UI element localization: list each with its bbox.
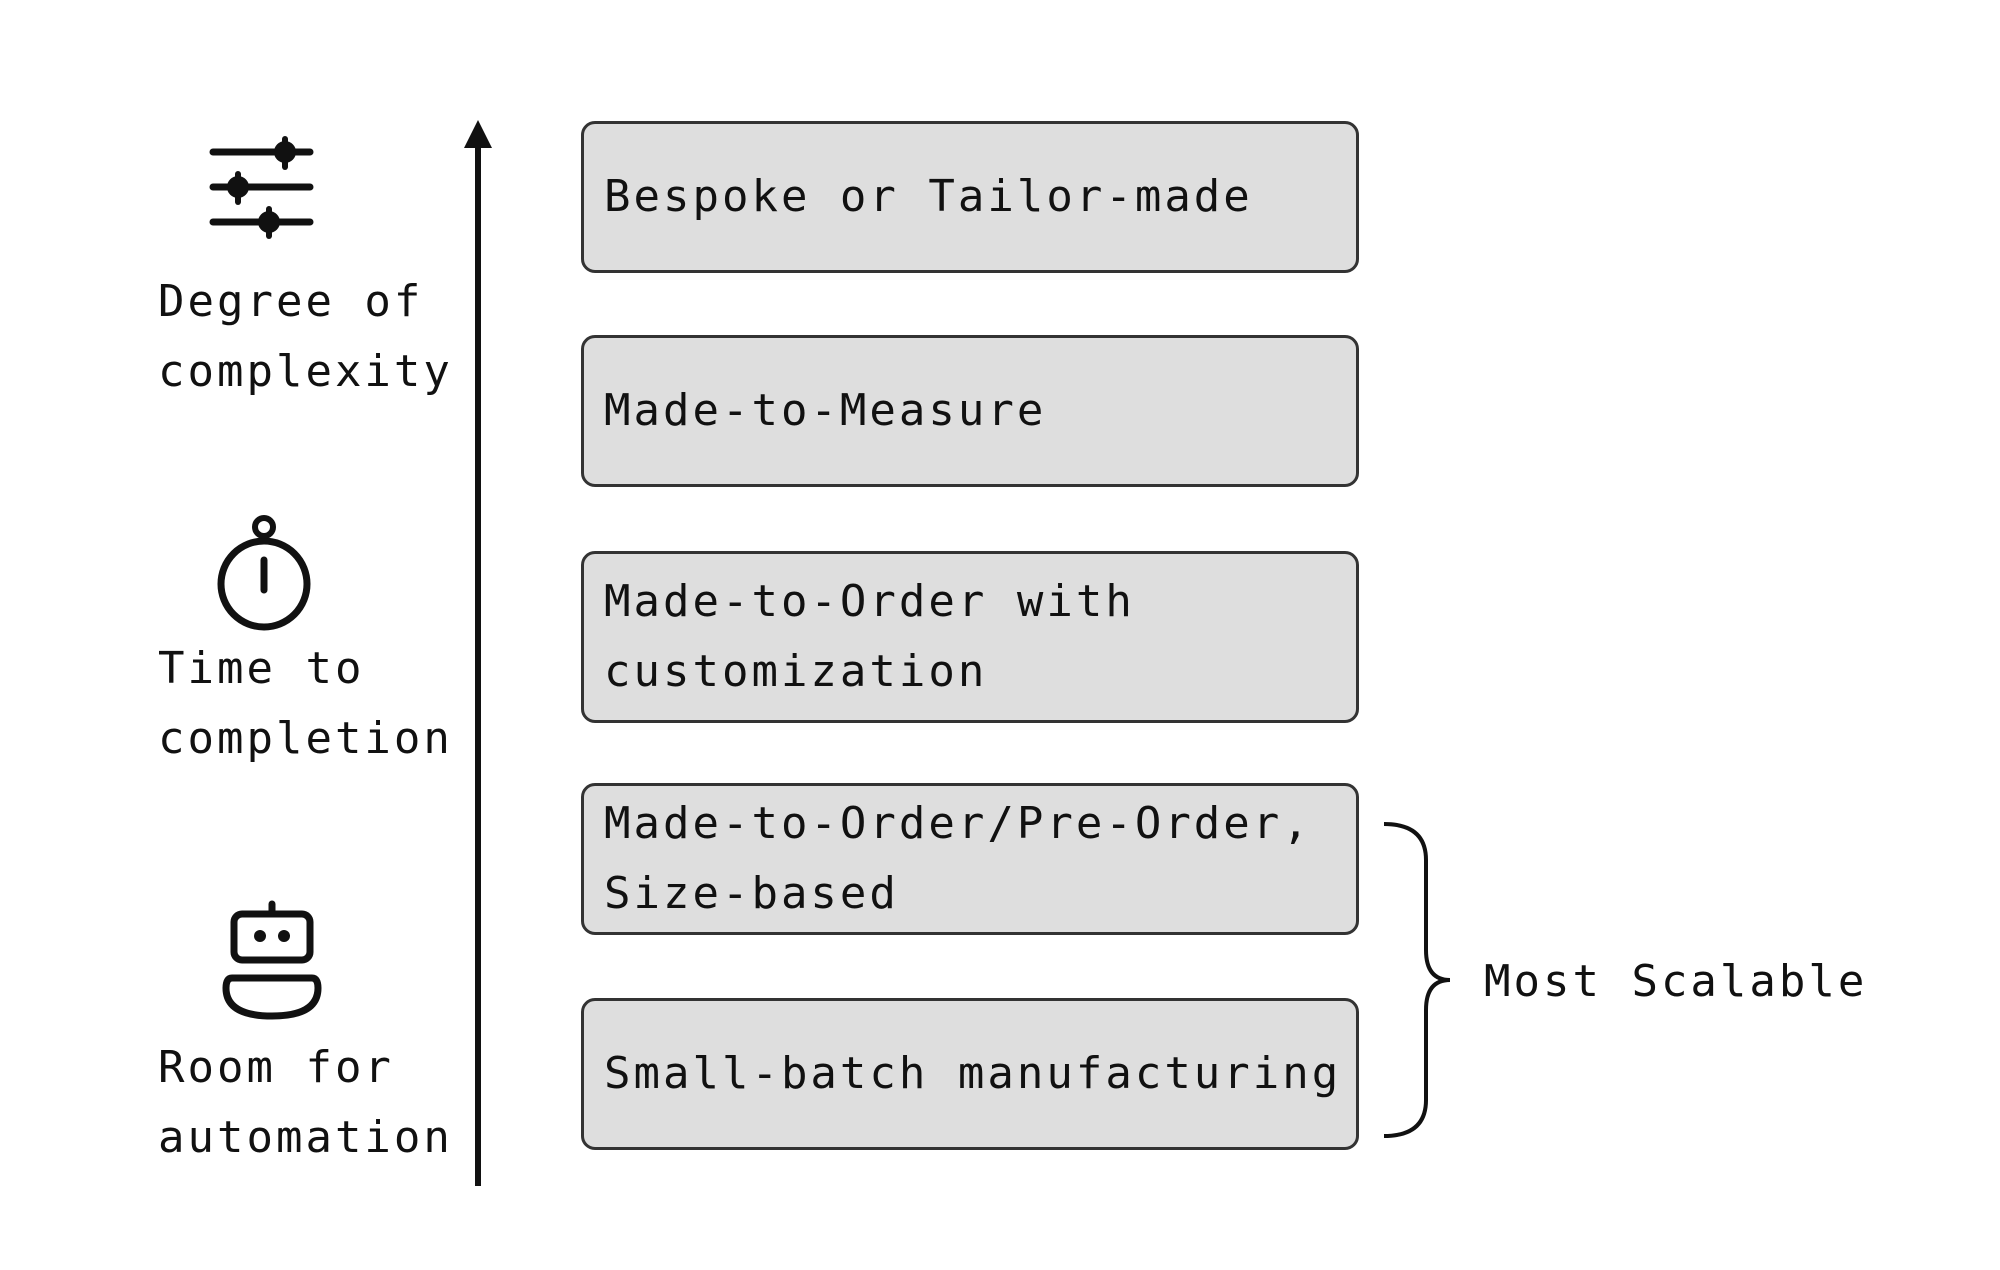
factor-label-line: Room for <box>158 1042 394 1093</box>
factor-automation-label: Room for automation <box>158 1033 453 1173</box>
scalable-brace <box>1383 822 1450 1138</box>
tier-made-to-measure: Made-to-Measure <box>581 335 1359 487</box>
tier-label: Made-to-Measure <box>604 385 1047 436</box>
factor-label-line: completion <box>158 713 453 764</box>
tier-label: Small-batch manufacturing <box>604 1048 1342 1099</box>
tier-made-to-order-size: Made-to-Order/Pre-Order, Size-based <box>581 783 1359 935</box>
tier-bespoke: Bespoke or Tailor-made <box>581 121 1359 273</box>
factor-time-label: Time to completion <box>158 634 453 774</box>
robot-icon <box>222 900 322 1020</box>
tier-label: Bespoke or Tailor-made <box>604 171 1253 222</box>
increase-arrow <box>464 120 492 1186</box>
tier-small-batch: Small-batch manufacturing <box>581 998 1359 1150</box>
sliders-icon <box>209 136 314 239</box>
stopwatch-icon <box>217 515 311 631</box>
tier-label: Size-based <box>604 868 899 919</box>
factor-label-line: automation <box>158 1112 453 1163</box>
tier-label: customization <box>604 646 988 697</box>
factor-label-line: Degree of <box>158 276 424 327</box>
factor-complexity-label: Degree of complexity <box>158 267 453 407</box>
tier-label: Made-to-Order with <box>604 576 1135 627</box>
tier-made-to-order-custom: Made-to-Order with customization <box>581 551 1359 723</box>
factor-label-line: Time to <box>158 643 365 694</box>
tier-label: Made-to-Order/Pre-Order, <box>604 798 1312 849</box>
factor-label-line: complexity <box>158 346 453 397</box>
most-scalable-label: Most Scalable <box>1484 956 1868 1007</box>
